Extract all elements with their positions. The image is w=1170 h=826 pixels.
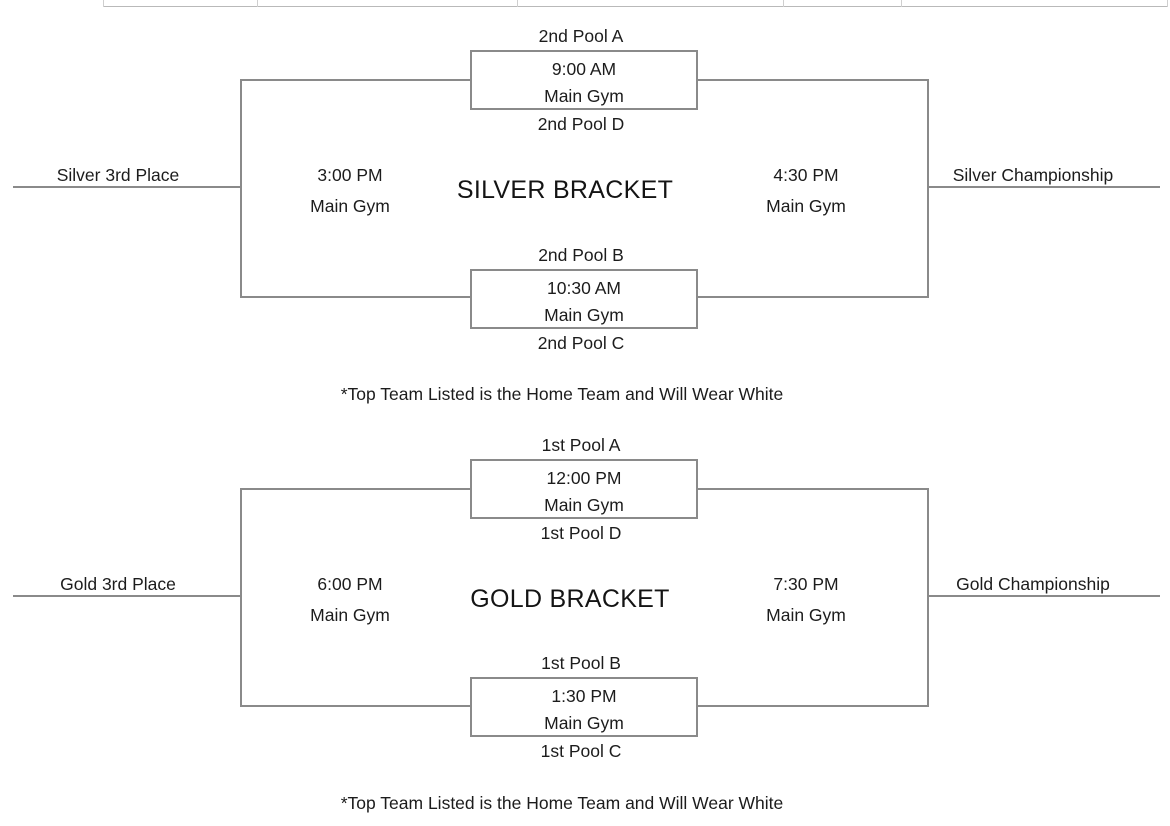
gold-championship-label: Gold Championship (956, 574, 1110, 594)
gold-semifinal-bottom-venue: Main Gym (544, 713, 624, 733)
silver-championship-game-info: 4:30 PM Main Gym (766, 165, 846, 216)
silver-right-upper-connector (698, 79, 929, 81)
gold-semifinal-top-bottom-seed: 1st Pool D (540, 523, 622, 543)
gold-semifinal-bottom-box[interactable]: 1:30 PM Main Gym (470, 677, 698, 737)
silver-semifinal-bottom-box[interactable]: 10:30 AM Main Gym (470, 269, 698, 329)
gold-third-place-label: Gold 3rd Place (60, 574, 176, 594)
gold-championship-time: 7:30 PM (773, 574, 839, 594)
silver-championship-venue: Main Gym (766, 195, 846, 216)
gold-semifinal-bottom-bottom-seed: 1st Pool C (540, 741, 622, 761)
gold-championship-game-info: 7:30 PM Main Gym (766, 574, 846, 625)
silver-third-place-game-info: 3:00 PM Main Gym (310, 165, 390, 216)
silver-third-place-label: Silver 3rd Place (56, 165, 180, 185)
silver-third-place-time: 3:00 PM (317, 165, 383, 185)
table-rule (103, 6, 1168, 7)
table-column-separator (1167, 0, 1168, 7)
gold-left-upper-connector (240, 488, 470, 490)
table-column-separator (783, 0, 784, 7)
silver-semifinal-top-box[interactable]: 9:00 AM Main Gym (470, 50, 698, 110)
silver-right-lower-connector (698, 296, 929, 298)
gold-third-place-game-info: 6:00 PM Main Gym (310, 574, 390, 625)
truncated-table-strip (0, 0, 1170, 8)
silver-bracket-title: SILVER BRACKET (456, 176, 674, 204)
silver-semifinal-top-time: 9:00 AM (551, 59, 617, 79)
silver-semifinal-bottom-time: 10:30 AM (547, 278, 621, 298)
gold-championship-venue: Main Gym (766, 604, 846, 625)
gold-third-place-line (13, 595, 242, 597)
silver-semifinal-top-top-seed: 2nd Pool A (538, 26, 624, 46)
silver-third-place-venue: Main Gym (310, 195, 390, 216)
gold-third-place-time: 6:00 PM (317, 574, 383, 594)
silver-bracket-footnote: *Top Team Listed is the Home Team and Wi… (340, 384, 784, 404)
table-column-separator (517, 0, 518, 7)
gold-left-lower-connector (240, 705, 470, 707)
gold-semifinal-bottom-time: 1:30 PM (551, 686, 617, 706)
gold-bracket-footnote: *Top Team Listed is the Home Team and Wi… (340, 793, 784, 813)
gold-championship-line (927, 595, 1160, 597)
silver-left-lower-connector (240, 296, 470, 298)
gold-semifinal-top-box[interactable]: 12:00 PM Main Gym (470, 459, 698, 519)
gold-right-lower-connector (698, 705, 929, 707)
silver-championship-line (927, 186, 1160, 188)
silver-championship-time: 4:30 PM (773, 165, 839, 185)
silver-semifinal-bottom-bottom-seed: 2nd Pool C (537, 333, 625, 353)
silver-semifinal-bottom-venue: Main Gym (544, 305, 624, 325)
gold-semifinal-top-venue: Main Gym (544, 495, 624, 515)
table-column-separator (901, 0, 902, 7)
table-column-separator (103, 0, 104, 7)
silver-left-upper-connector (240, 79, 470, 81)
gold-right-upper-connector (698, 488, 929, 490)
gold-third-place-venue: Main Gym (310, 604, 390, 625)
table-column-separator (257, 0, 258, 7)
gold-semifinal-top-time: 12:00 PM (546, 468, 622, 488)
silver-third-place-line (13, 186, 242, 188)
gold-bracket-title: GOLD BRACKET (470, 585, 670, 613)
gold-semifinal-bottom-top-seed: 1st Pool B (541, 653, 621, 673)
silver-semifinal-top-bottom-seed: 2nd Pool D (537, 114, 625, 134)
silver-championship-label: Silver Championship (952, 165, 1114, 185)
gold-semifinal-top-top-seed: 1st Pool A (541, 435, 621, 455)
silver-semifinal-top-venue: Main Gym (544, 86, 624, 106)
silver-semifinal-bottom-top-seed: 2nd Pool B (538, 245, 624, 265)
